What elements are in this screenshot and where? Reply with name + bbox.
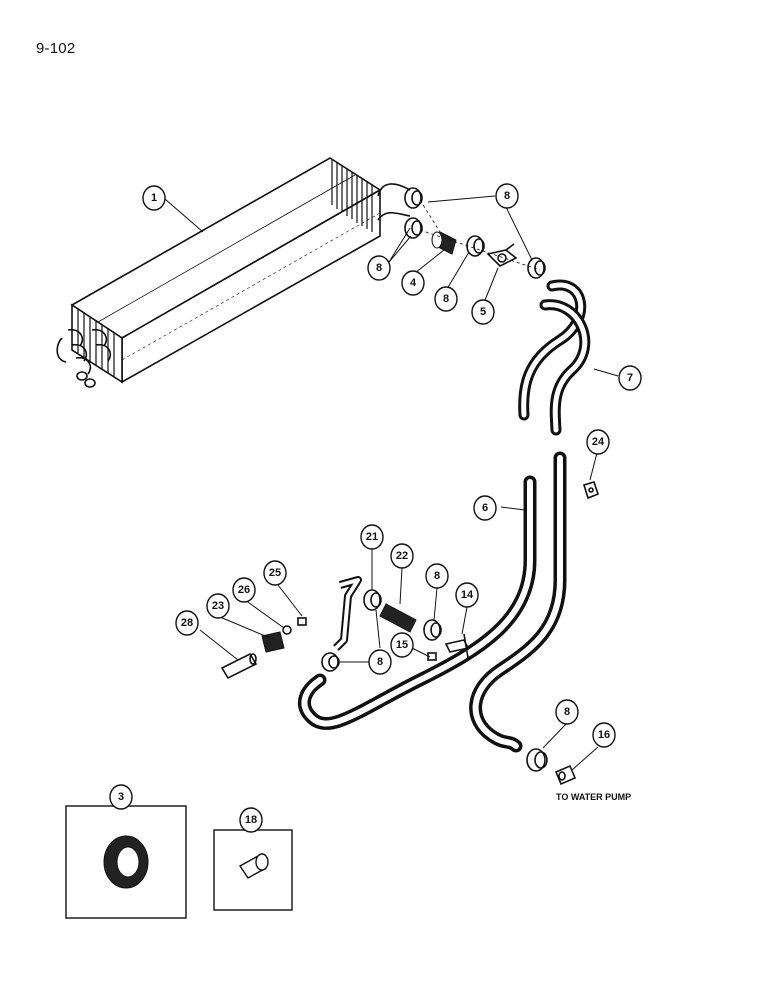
callout-8: 8 [555, 699, 579, 725]
callout-8-label: 8 [377, 656, 383, 668]
callout-8-label: 8 [434, 570, 440, 582]
hose-clamp [423, 619, 442, 641]
callout-8: 8 [495, 183, 519, 209]
page-number: 9-102 [36, 40, 76, 57]
callout-8-label: 8 [443, 293, 449, 305]
callout-8: 8 [425, 563, 449, 589]
insulator [220, 652, 258, 680]
heater-hose-lower [297, 451, 567, 753]
callout-8: 8 [434, 286, 458, 312]
callout-14-label: 14 [461, 589, 474, 601]
callout-23: 23 [206, 593, 230, 619]
callout-3-label: 3 [118, 791, 124, 803]
callout-24-label: 24 [592, 436, 605, 448]
callout-22-label: 22 [396, 550, 408, 562]
drain-fitting [444, 633, 470, 659]
callout-23-label: 23 [212, 600, 224, 612]
grommet-inset [65, 805, 187, 919]
callout-24: 24 [586, 429, 610, 455]
callout-8: 8 [367, 255, 391, 281]
callout-8: 8 [368, 649, 392, 675]
callout-8-label: 8 [504, 190, 510, 202]
callout-28-label: 28 [181, 617, 193, 629]
callout-5: 5 [471, 299, 495, 325]
hose-clamp [404, 187, 423, 239]
callout-8-label: 8 [564, 706, 570, 718]
callout-21-label: 21 [366, 531, 378, 543]
plug-inset [213, 829, 293, 911]
callout-26: 26 [232, 577, 256, 603]
hose-clamp [526, 748, 548, 772]
short-hose [379, 603, 417, 633]
callout-5-label: 5 [480, 306, 486, 318]
bypass-tube [333, 576, 362, 651]
callout-22: 22 [390, 543, 414, 569]
callout-7-label: 7 [627, 372, 633, 384]
callout-3: 3 [109, 784, 133, 810]
water-pump-note: TO WATER PUMP [556, 792, 631, 802]
callout-4: 4 [401, 270, 425, 296]
callout-6: 6 [473, 495, 497, 521]
callout-21: 21 [360, 524, 384, 550]
callout-18: 18 [239, 807, 263, 833]
callout-16: 16 [592, 722, 616, 748]
callout-1: 1 [142, 185, 166, 211]
callout-1-label: 1 [151, 192, 157, 204]
washer [282, 625, 292, 635]
callout-4-label: 4 [410, 277, 417, 289]
callout-25: 25 [263, 560, 287, 586]
callout-25-label: 25 [269, 567, 281, 579]
heater-core [56, 157, 411, 388]
callout-14: 14 [455, 582, 479, 608]
hose-clip [582, 481, 599, 500]
callout-15-label: 15 [396, 639, 408, 651]
callout-7: 7 [618, 365, 642, 391]
hose-clamp [527, 257, 546, 279]
callout-15: 15 [390, 632, 414, 658]
callout-18-label: 18 [245, 814, 257, 826]
water-valve [486, 243, 518, 267]
water-pump-fitting [554, 764, 577, 786]
bracket [261, 631, 285, 653]
hose-clamp [466, 235, 485, 257]
nut [297, 617, 307, 626]
coupling-hose [431, 231, 457, 255]
callout-6-label: 6 [482, 502, 488, 514]
callout-16-label: 16 [598, 729, 610, 741]
callout-26-label: 26 [238, 584, 250, 596]
callout-8-label: 8 [376, 262, 382, 274]
heater-hose-upper [518, 279, 591, 436]
callout-28: 28 [175, 610, 199, 636]
